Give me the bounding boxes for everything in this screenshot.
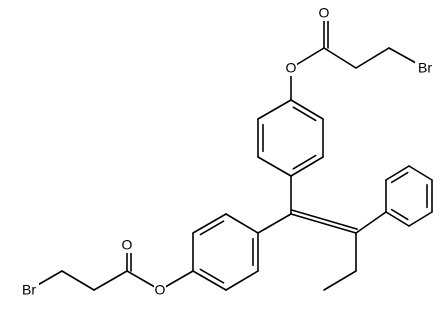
top-ester-oxygen-label-knockout (285, 60, 297, 76)
ring-bond (257, 99, 292, 120)
bottom-ester-oxygen-label: O (155, 282, 166, 298)
chain-bond (323, 47, 357, 69)
alkene-double-bond (291, 209, 358, 230)
ring-double-bond (199, 268, 225, 284)
alkene-bond (290, 213, 357, 234)
top-bromine-label-knockout (415, 60, 435, 76)
ring-double-bond (199, 220, 225, 236)
ring-double-bond (292, 106, 317, 122)
ring-bond (385, 211, 410, 227)
ring-bond (225, 213, 259, 234)
ring-bond (408, 165, 433, 181)
bottom-carbonyl-oxygen-label: O (122, 237, 133, 253)
bottom-carbonyl-oxygen-label-knockout (121, 237, 133, 253)
chain-bond (61, 270, 95, 291)
bottom-bromine-label: Br (22, 282, 36, 298)
ring-bond (192, 213, 227, 234)
ring-bond (385, 165, 410, 181)
chain-bond (355, 47, 390, 69)
ring-double-bond (390, 171, 409, 184)
chain-bond (93, 270, 128, 291)
ring-bond (290, 156, 324, 177)
ring-bond (257, 156, 292, 177)
ring-bond (225, 270, 259, 291)
ring-bond (290, 99, 324, 120)
bottom-ester-oxygen-label-knockout (154, 282, 166, 298)
alkene-ring-bond (257, 213, 292, 234)
ethyl-bond (323, 270, 357, 291)
alkene-phenyl-bond (355, 211, 387, 234)
bottom-bromine-label-knockout (19, 282, 39, 298)
ring-bond (408, 211, 433, 227)
top-carbonyl-oxygen-label: O (319, 5, 330, 21)
top-bromine-label: Br (418, 60, 432, 76)
ring-double-bond (390, 208, 409, 221)
top-ester-oxygen-label: O (286, 60, 297, 76)
ring-double-bond (292, 154, 317, 170)
top-carbonyl-oxygen-label-knockout (318, 5, 330, 21)
ring-bond (192, 270, 227, 291)
